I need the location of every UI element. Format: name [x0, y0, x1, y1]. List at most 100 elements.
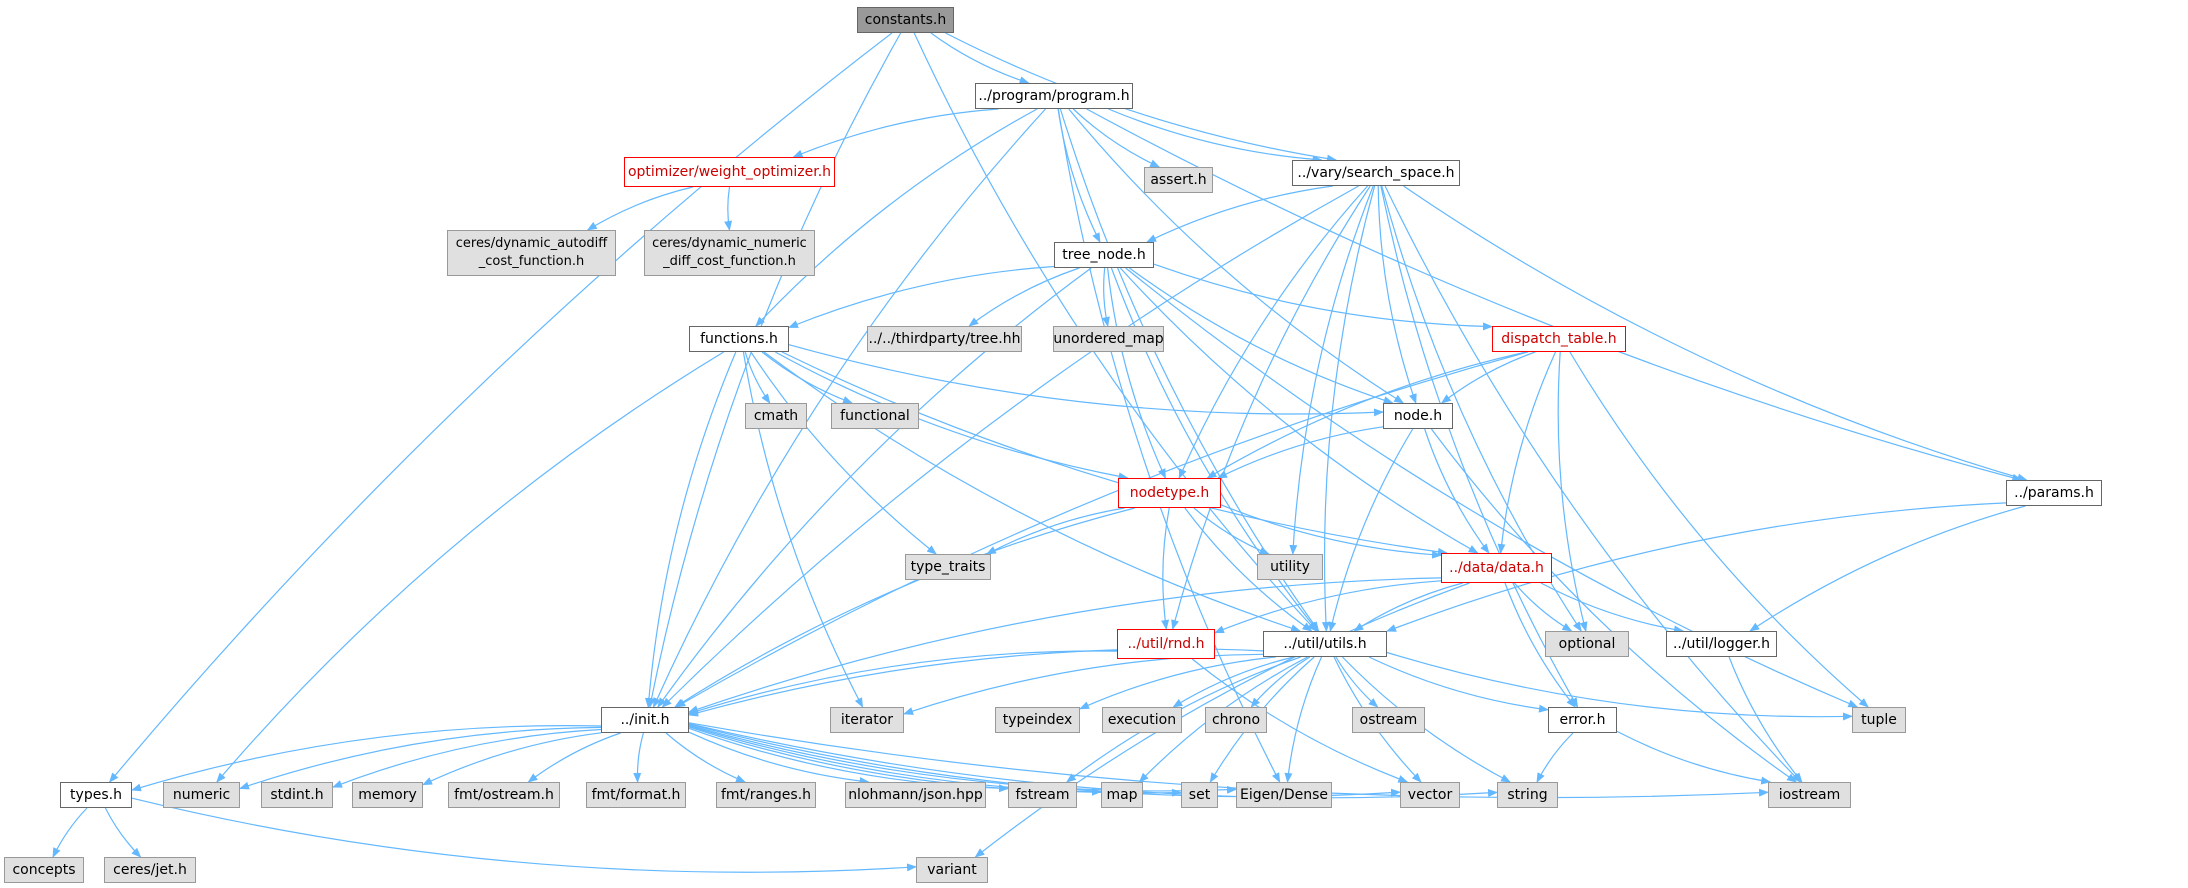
edge-search-space-to-error [1380, 185, 1579, 708]
node-dispatch-table[interactable]: dispatch_table.h [1492, 326, 1626, 352]
edge-utils-to-chrono [1250, 656, 1311, 708]
node-ceres-jet[interactable]: ceres/jet.h [104, 857, 196, 883]
node-concepts[interactable]: concepts [4, 857, 84, 883]
node-cmath[interactable]: cmath [745, 403, 807, 429]
node-fmt-ranges[interactable]: fmt/ranges.h [716, 782, 816, 808]
node-string[interactable]: string [1497, 782, 1558, 808]
node-params[interactable]: ../params.h [2006, 480, 2102, 506]
node-ceres-numeric[interactable]: ceres/dynamic_numeric _diff_cost_functio… [644, 230, 815, 276]
node-type-traits[interactable]: type_traits [905, 554, 991, 580]
edge-functions-to-type-traits [750, 351, 937, 555]
node-node[interactable]: node.h [1383, 403, 1453, 429]
node-types[interactable]: types.h [60, 782, 132, 808]
edge-nodetype-to-init [674, 507, 1135, 708]
edge-functions-to-node [788, 344, 1384, 417]
edge-tree-node-to-nodetype [1107, 267, 1166, 479]
node-utility[interactable]: utility [1257, 554, 1323, 580]
node-assert[interactable]: assert.h [1144, 167, 1213, 193]
node-stdint[interactable]: stdint.h [261, 782, 333, 808]
edge-logger-to-iostream [1728, 656, 1803, 783]
edge-tree-node-to-unordered-map [1101, 267, 1110, 327]
node-thirdparty-tree[interactable]: ../../thirdparty/tree.hh [867, 326, 1022, 352]
node-search-space[interactable]: ../vary/search_space.h [1292, 160, 1460, 186]
edge-constants-to-program [930, 32, 1030, 85]
edge-data-to-init [688, 577, 1442, 713]
node-typeindex[interactable]: typeindex [995, 707, 1080, 733]
node-memory[interactable]: memory [352, 782, 423, 808]
edge-utils-to-error [1368, 656, 1549, 713]
edge-dispatch-table-to-init [675, 351, 1528, 708]
edge-nodetype-to-utility [1193, 507, 1270, 555]
node-program[interactable]: ../program/program.h [975, 83, 1133, 109]
node-fstream[interactable]: fstream [1008, 782, 1077, 808]
node-logger[interactable]: ../util/logger.h [1666, 631, 1777, 657]
edge-program-to-weight-optimizer [792, 108, 999, 158]
node-variant[interactable]: variant [916, 857, 988, 883]
edge-dispatch-table-to-data [1497, 351, 1557, 554]
node-functions[interactable]: functions.h [689, 326, 789, 352]
edge-types-to-variant [131, 797, 917, 873]
node-iostream[interactable]: iostream [1768, 782, 1851, 808]
edge-functions-to-numeric [216, 351, 725, 783]
node-rnd[interactable]: ../util/rnd.h [1117, 629, 1215, 659]
edge-tree-node-to-data [1119, 267, 1479, 554]
node-data[interactable]: ../data/data.h [1441, 553, 1552, 583]
node-vector[interactable]: vector [1400, 782, 1460, 808]
edge-init-to-json [688, 731, 870, 785]
node-fmt-format[interactable]: fmt/format.h [586, 782, 686, 808]
edge-node-to-iostream [1430, 428, 1797, 783]
node-json[interactable]: nlohmann/json.hpp [845, 782, 986, 808]
node-map[interactable]: map [1101, 782, 1143, 808]
node-functional[interactable]: functional [831, 403, 919, 429]
node-ceres-autodiff[interactable]: ceres/dynamic_autodiff _cost_function.h [447, 230, 616, 276]
node-tuple[interactable]: tuple [1852, 707, 1906, 733]
edge-nodetype-to-type-traits [986, 507, 1125, 555]
edge-search-space-to-nodetype [1178, 185, 1369, 479]
node-error[interactable]: error.h [1548, 707, 1617, 733]
edge-node-to-data [1424, 428, 1490, 554]
edge-init-to-stdint [332, 728, 602, 788]
node-utils[interactable]: ../util/utils.h [1263, 631, 1387, 657]
node-nodetype[interactable]: nodetype.h [1118, 478, 1221, 508]
edge-constants-to-types [108, 32, 893, 783]
node-numeric[interactable]: numeric [163, 782, 240, 808]
edge-data-to-optional [1513, 582, 1573, 632]
edges-layer [52, 32, 2028, 873]
edge-program-to-search-space [1108, 108, 1323, 164]
node-tree-node[interactable]: tree_node.h [1054, 242, 1154, 268]
node-eigen[interactable]: Eigen/Dense [1236, 782, 1332, 808]
node-init[interactable]: ../init.h [601, 707, 689, 733]
edge-data-to-variant [974, 582, 1470, 858]
edge-weight-optimizer-to-ceres-numeric [724, 186, 733, 231]
node-set[interactable]: set [1181, 782, 1218, 808]
node-unordered-map[interactable]: unordered_map [1053, 326, 1164, 352]
edge-data-to-rnd [1214, 580, 1442, 634]
edge-search-space-to-params [1403, 185, 2028, 482]
node-constants[interactable]: constants.h [857, 7, 954, 33]
edge-nodetype-to-utils [1184, 507, 1313, 632]
edge-types-to-ceres-jet [104, 807, 142, 858]
edge-tree-node-to-init [657, 267, 1092, 708]
node-iterator[interactable]: iterator [830, 707, 904, 733]
edge-rnd-to-init [688, 650, 1118, 715]
edge-functions-to-functional [761, 351, 853, 404]
node-chrono[interactable]: chrono [1205, 707, 1267, 733]
edge-rnd-to-vector [1191, 658, 1409, 783]
node-ostream[interactable]: ostream [1352, 707, 1425, 733]
edge-utils-to-execution [1172, 656, 1294, 708]
edge-tree-node-to-functions [788, 265, 1055, 329]
edge-search-space-to-init [661, 185, 1359, 708]
node-weight-optimizer[interactable]: optimizer/weight_optimizer.h [624, 157, 835, 187]
edge-search-space-to-node [1377, 185, 1417, 404]
edge-functions-to-utils [763, 351, 1301, 632]
edge-data-to-error [1504, 582, 1576, 708]
edge-functions-to-cmath [744, 351, 771, 404]
edge-functions-to-init [644, 351, 737, 708]
edge-program-to-params [1086, 108, 2023, 482]
edge-utils-to-eigen [1284, 656, 1323, 783]
node-execution[interactable]: execution [1102, 707, 1182, 733]
node-optional[interactable]: optional [1545, 631, 1629, 657]
edge-utils-to-iterator [903, 653, 1264, 715]
edge-init-to-types [131, 725, 602, 792]
node-fmt-ostream[interactable]: fmt/ostream.h [448, 782, 560, 808]
